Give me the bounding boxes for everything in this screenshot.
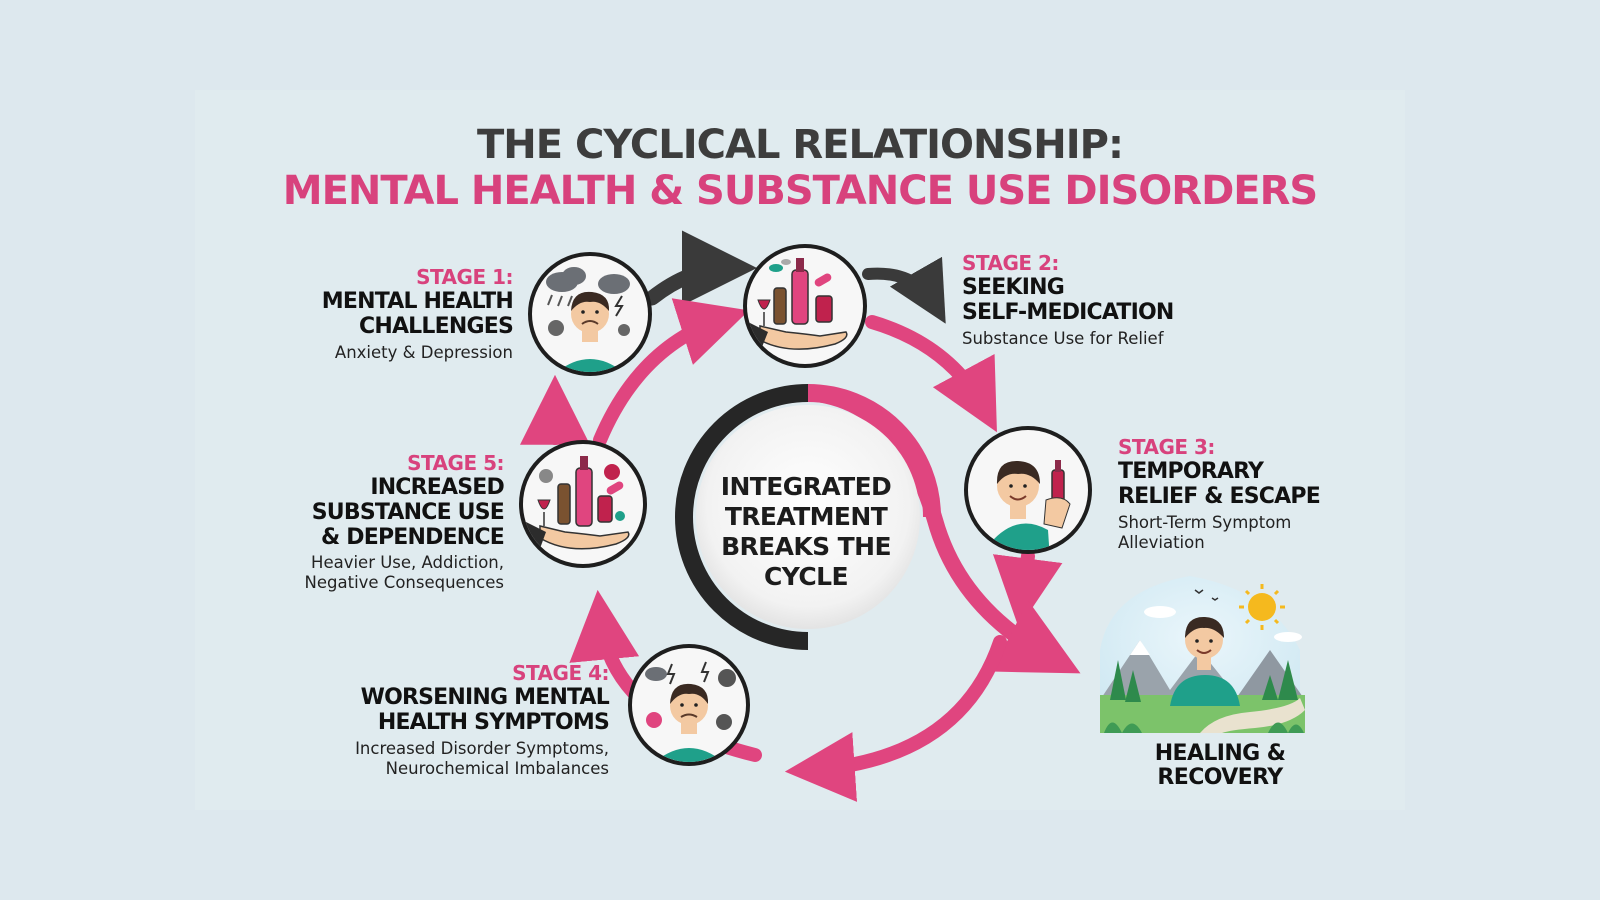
hand-holding-many-substances-icon — [519, 440, 647, 568]
stage-4-heading: WORSENING MENTAL HEALTH SYMPTOMS — [360, 685, 610, 736]
stage-3-heading: TEMPORARY RELIEF & ESCAPE — [1118, 459, 1321, 510]
stage-3-description: Short-Term Symptom Alleviation — [1118, 512, 1292, 552]
arrow-stage2-to-stage3 — [865, 315, 997, 433]
arrow-stage1-to-stage2 — [644, 230, 757, 306]
stage-2-text: STAGE 2: SEEKING SELF-MEDICATION Substan… — [962, 252, 1174, 349]
stage-5-description: Heavier Use, Addiction, Negative Consequ… — [304, 553, 504, 593]
stage-4-label: STAGE 4: — [512, 661, 609, 685]
stage-2-description: Substance Use for Relief — [962, 328, 1164, 348]
stage-1-heading: MENTAL HEALTH CHALLENGES — [321, 289, 514, 340]
stage-5-heading: INCREASED SUBSTANCE USE & DEPENDENCE — [311, 475, 505, 550]
stage-4-text: STAGE 4: WORSENING MENTAL HEALTH SYMPTOM… — [355, 661, 610, 779]
person-in-nature-sun-icon — [1100, 576, 1305, 733]
stage-5-text: STAGE 5: INCREASED SUBSTANCE USE & DEPEN… — [304, 451, 505, 594]
arrow-stage5-to-stage2 — [593, 298, 750, 447]
arrow-lower-arc-to-stage4 — [784, 635, 1007, 802]
stage-3-label: STAGE 3: — [1118, 435, 1215, 459]
cycle-arrows — [520, 230, 1081, 802]
stressed-person-rain-cloud-icon — [528, 252, 652, 376]
stage-1-text: STAGE 1: MENTAL HEALTH CHALLENGES Anxiet… — [321, 265, 514, 363]
smiling-person-holding-bottle-icon — [964, 426, 1092, 554]
stage-3-text: STAGE 3: TEMPORARY RELIEF & ESCAPE Short… — [1118, 435, 1321, 553]
stage-5-label: STAGE 5: — [407, 451, 504, 475]
distressed-person-storm-icon — [628, 644, 750, 766]
center-ring — [675, 384, 941, 650]
recovery-label: HEALING & RECOVERY — [1154, 741, 1286, 790]
stage-1-description: Anxiety & Depression — [334, 342, 513, 362]
center-treatment-text: INTEGRATED TREATMENT BREAKS THE CYCLE — [720, 472, 892, 591]
title-line-1: THE CYCLICAL RELATIONSHIP: — [477, 122, 1124, 168]
stage-4-description: Increased Disorder Symptoms, Neurochemic… — [355, 738, 609, 778]
arrow-stage2-out — [862, 256, 946, 324]
stage-2-heading: SEEKING SELF-MEDICATION — [962, 275, 1174, 326]
stage-1-label: STAGE 1: — [416, 265, 513, 289]
title-line-2: MENTAL HEALTH & SUBSTANCE USE DISORDERS — [282, 168, 1318, 214]
stage-2-label: STAGE 2: — [962, 251, 1059, 275]
arrow-stage3-down — [992, 549, 1063, 628]
hand-holding-bottles-pills-icon — [743, 244, 867, 368]
